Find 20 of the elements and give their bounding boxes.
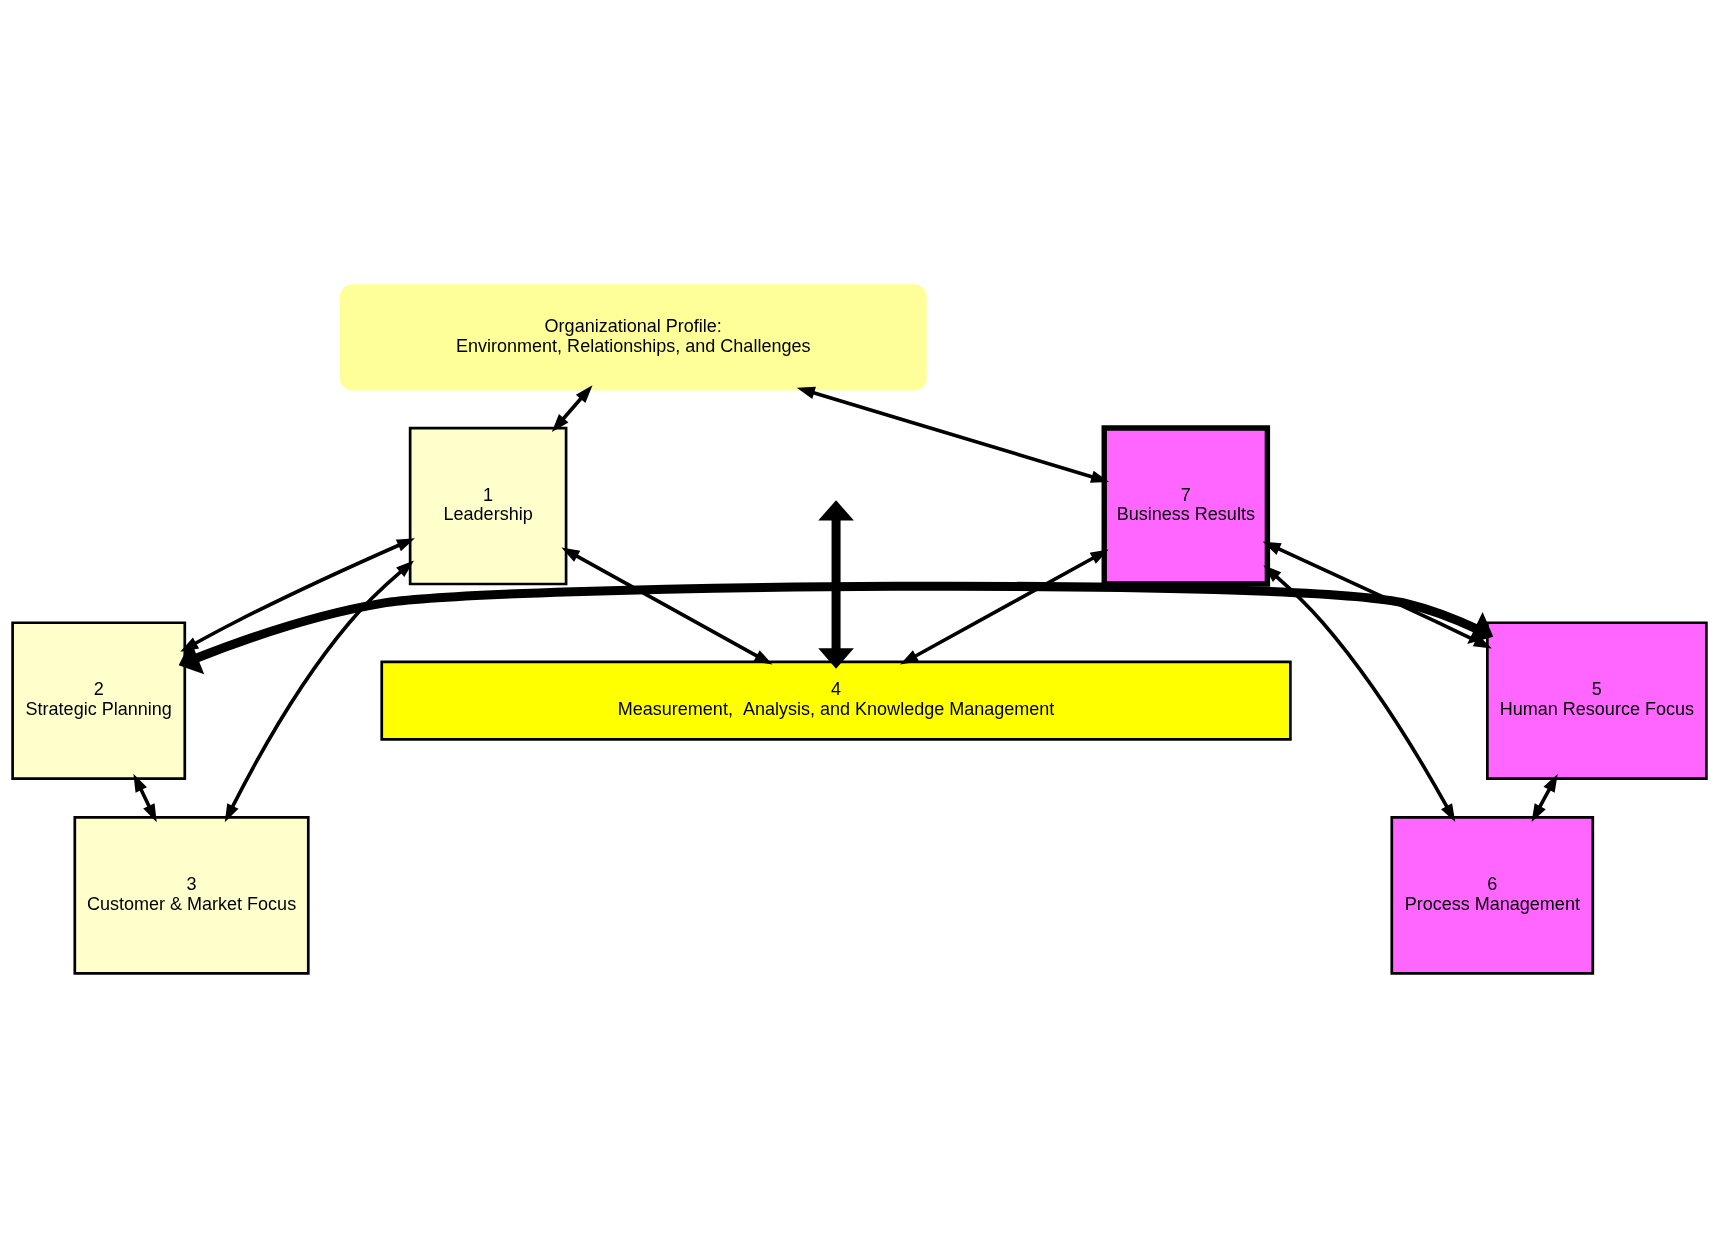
- arrow: [133, 773, 157, 823]
- arrow: [1262, 541, 1492, 649]
- arrow: [551, 385, 593, 432]
- arrow: [1263, 565, 1456, 823]
- node-box: 5 Human Resource Focus: [1486, 621, 1708, 781]
- node-box: 1 Leadership: [408, 426, 568, 586]
- node-box: 7 Business Results: [1101, 425, 1271, 587]
- node-box: 3 Customer & Market Focus: [73, 816, 310, 975]
- arrow: [900, 549, 1109, 665]
- arrow: [561, 547, 773, 665]
- arrow: [1531, 773, 1558, 823]
- arrow: [178, 581, 1494, 675]
- arrow: [224, 560, 415, 823]
- arrow: [796, 386, 1110, 483]
- arrow: [180, 538, 415, 652]
- node-box: 4 Measurement, Analysis, and Knowledge Management: [380, 660, 1292, 741]
- node-box: 2 Strategic Planning: [11, 621, 187, 781]
- arrow: [818, 500, 854, 669]
- node-box: Organizational Profile: Environment, Relationships, and Challenges: [339, 284, 927, 391]
- node-box: 6 Process Management: [1390, 816, 1595, 975]
